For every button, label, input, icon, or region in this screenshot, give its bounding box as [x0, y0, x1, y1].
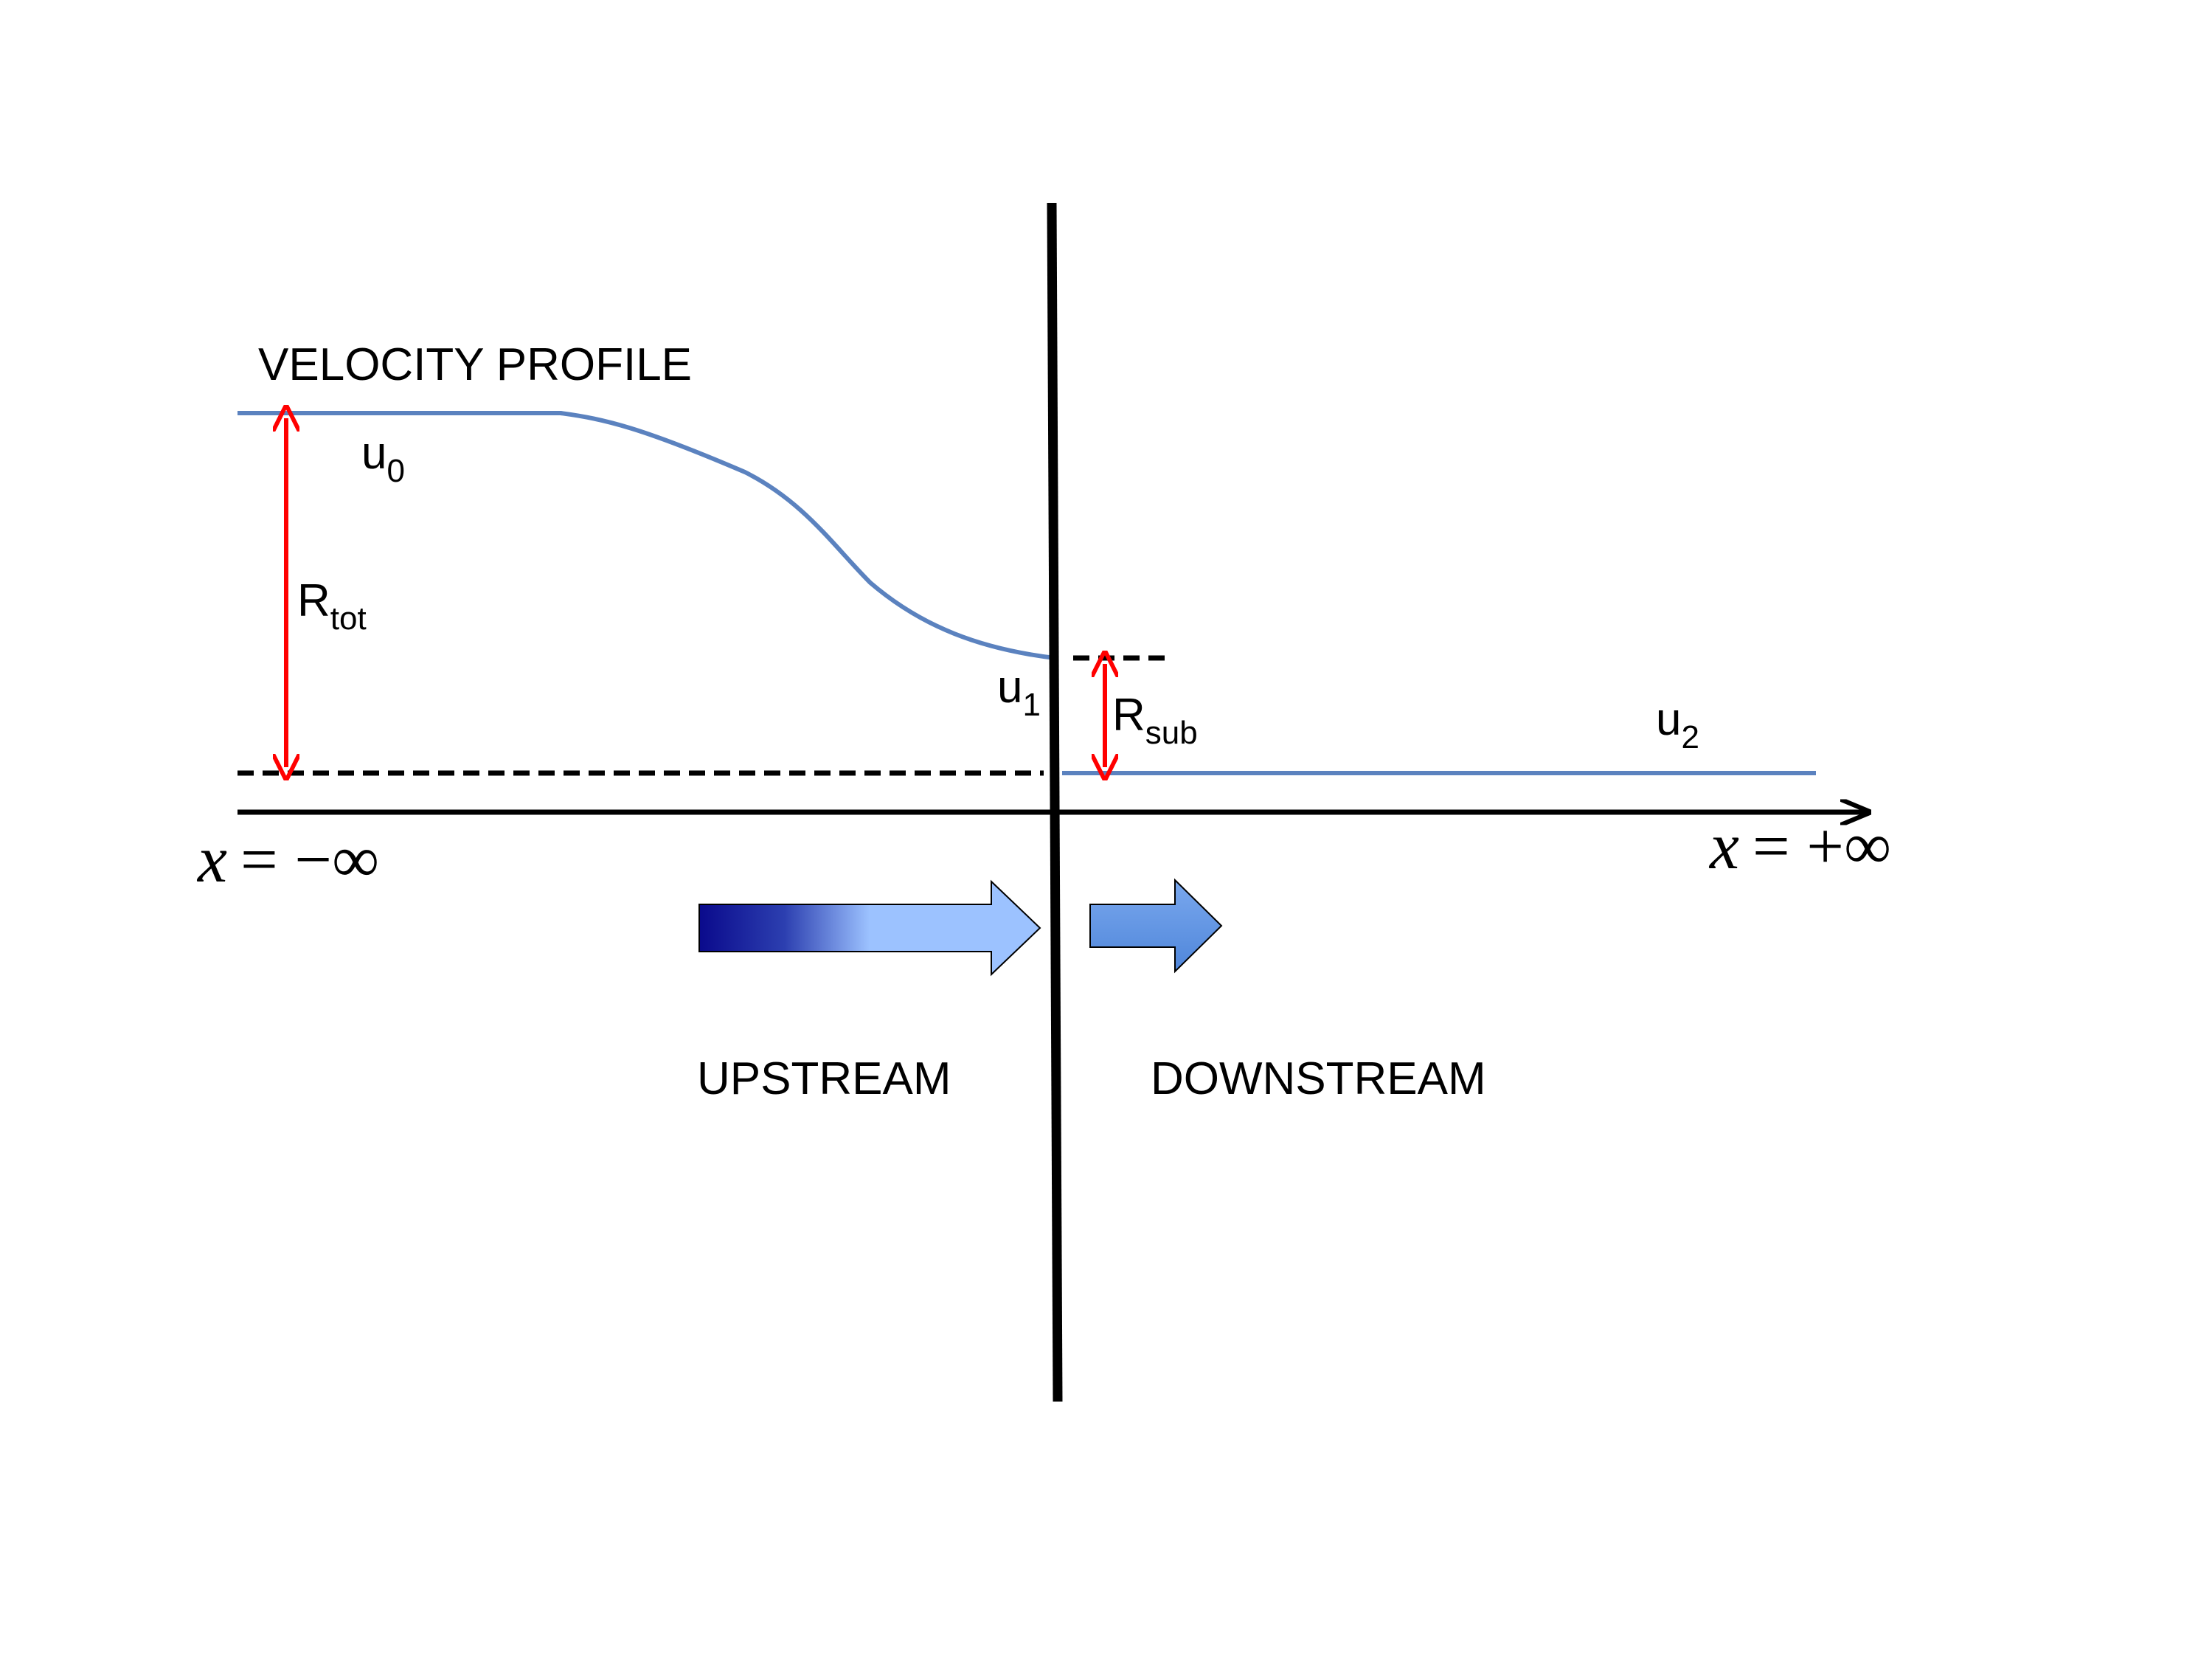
x-minus-infinity-var: x — [196, 823, 227, 896]
u1-sub: 1 — [1022, 687, 1040, 723]
u0-label: u0 — [361, 428, 405, 489]
shock-front-line — [1047, 202, 1063, 1402]
u1-label: u1 — [997, 662, 1041, 723]
u2-label: u2 — [1656, 694, 1699, 755]
u1-base: u — [997, 662, 1022, 713]
x-minus-infinity-rel: = −∞ — [240, 823, 379, 896]
upstream-flow-arrow — [698, 879, 1041, 977]
x-plus-infinity-var: x — [1708, 810, 1739, 883]
x-plus-infinity-rel: = +∞ — [1752, 810, 1891, 883]
downstream-label: DOWNSTREAM — [1151, 1053, 1486, 1104]
r-sub-sub: sub — [1145, 715, 1198, 751]
velocity-profile-curve — [238, 411, 1055, 660]
r-tot-sub: tot — [330, 600, 367, 637]
u2-sub: 2 — [1681, 719, 1699, 755]
r-tot-label: Rtot — [297, 575, 367, 637]
u0-base: u — [361, 428, 386, 479]
title-label: VELOCITY PROFILE — [258, 339, 692, 390]
u2-base: u — [1656, 694, 1681, 745]
upstream-label: UPSTREAM — [697, 1053, 951, 1104]
r-sub-label: Rsub — [1112, 690, 1198, 751]
x-plus-infinity-label: x= +∞ — [1708, 810, 1891, 883]
r-tot-base: R — [297, 575, 330, 626]
downstream-flow-arrow — [1089, 878, 1223, 974]
r-sub-base: R — [1112, 690, 1145, 741]
x-minus-infinity-label: x= −∞ — [196, 823, 379, 896]
u0-sub: 0 — [386, 453, 404, 489]
